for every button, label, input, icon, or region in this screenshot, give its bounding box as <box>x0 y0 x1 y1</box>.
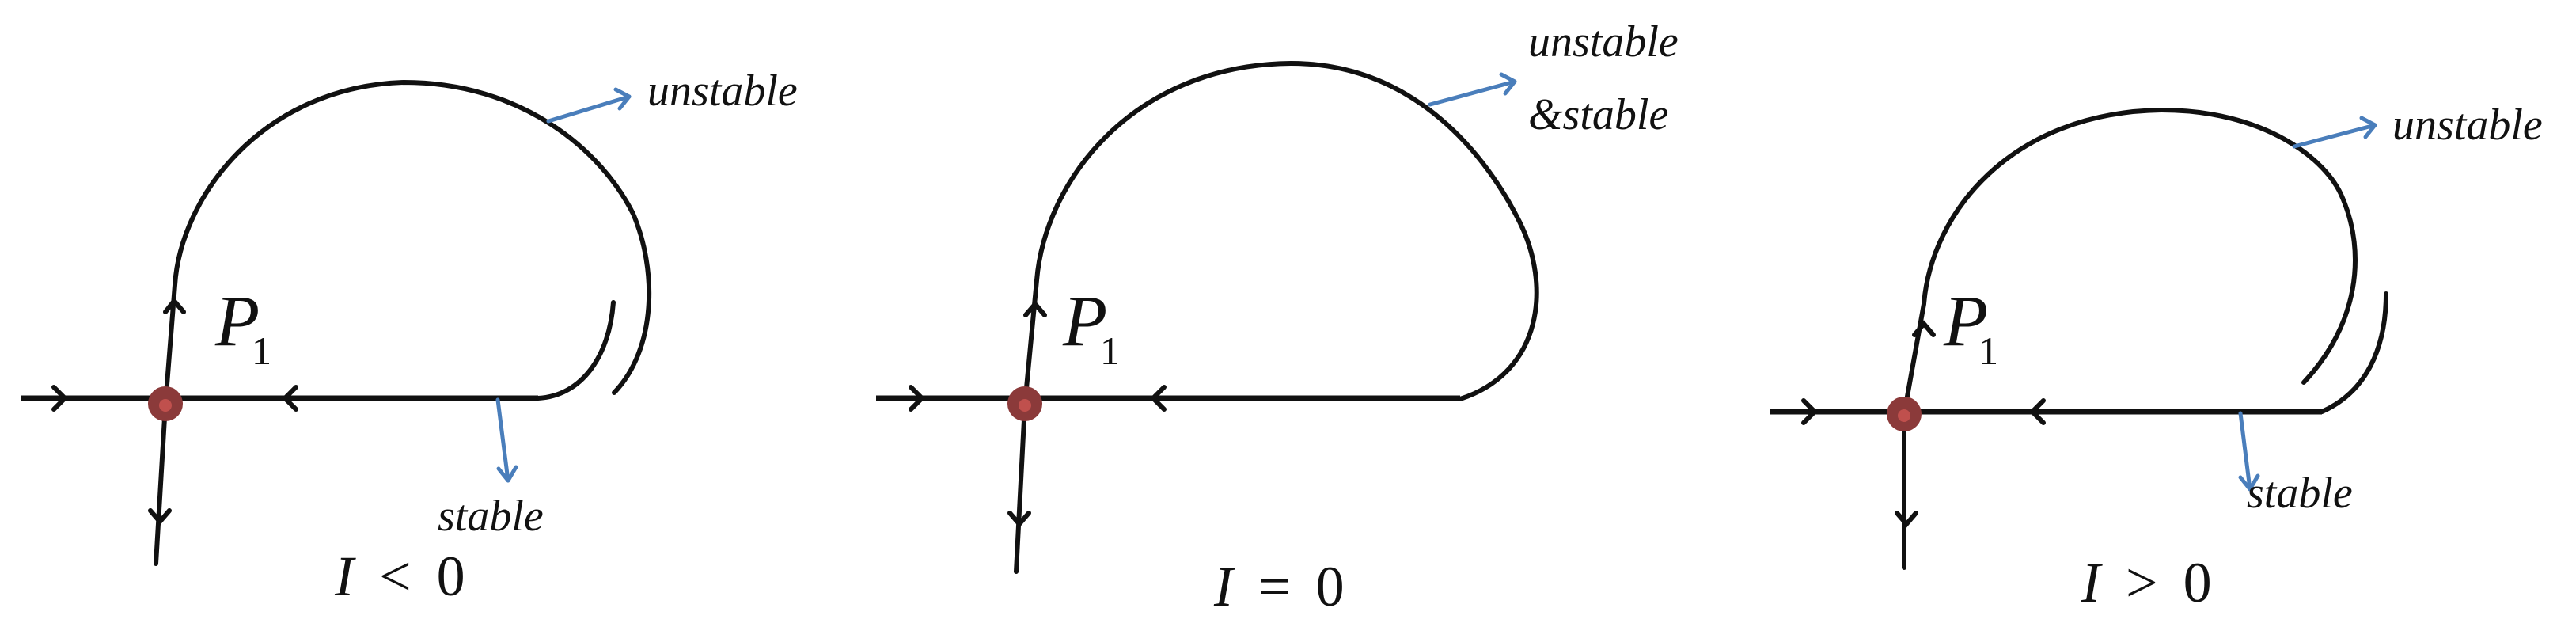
arrow-down-icon <box>148 508 172 526</box>
pointer-arrowhead-icon <box>1499 72 1517 96</box>
condition-var: I <box>334 545 356 608</box>
condition-op: = <box>1258 555 1291 618</box>
stable-branch-arc <box>2320 291 2388 414</box>
arrow-left-icon <box>1149 385 1167 412</box>
arrow-right-icon <box>909 385 926 412</box>
arrow-up-icon <box>1912 320 1936 337</box>
pointer-unstable <box>2292 123 2377 149</box>
pointer-arrowhead-icon <box>496 465 518 483</box>
arrow-down-icon <box>1007 511 1031 528</box>
arrow-down-icon <box>1895 511 1918 528</box>
unstable-branch-loop <box>163 80 652 407</box>
condition-value: 0 <box>437 545 465 608</box>
panel-i-negative: unstable stable P 1 I < 0 <box>21 66 798 608</box>
point-label: P <box>214 280 260 361</box>
condition-label: I = 0 <box>1213 555 1345 618</box>
saddle-point-highlight <box>1019 399 1031 412</box>
unstable-label: unstable <box>1528 17 1679 66</box>
point-label: P <box>1943 280 1988 361</box>
condition-value: 0 <box>2183 551 2212 614</box>
condition-op: < <box>379 545 412 608</box>
condition-var: I <box>2081 551 2103 614</box>
pointer-arrowhead-icon <box>613 87 632 111</box>
pointer-stable <box>2238 411 2252 492</box>
condition-var: I <box>1213 555 1235 618</box>
stable-branch-arc <box>536 300 616 401</box>
point-subscript: 1 <box>1978 329 1998 373</box>
arrow-right-icon <box>1801 398 1819 425</box>
arrow-right-icon <box>51 385 69 412</box>
panel-i-zero: unstable &stable P 1 I = 0 <box>876 17 1679 618</box>
unstable-label: unstable <box>2392 101 2543 150</box>
pointer-arrowhead-icon <box>2238 473 2260 492</box>
pointer-arrowhead-icon <box>2359 116 2377 139</box>
saddle-point-highlight <box>1898 409 1910 422</box>
condition-value: 0 <box>1316 555 1345 618</box>
stable-label: stable <box>2247 469 2353 518</box>
arrow-up-icon <box>163 297 186 314</box>
stable-label: stable <box>438 492 544 541</box>
arrow-left-icon <box>281 385 298 412</box>
condition-op: > <box>2126 551 2158 614</box>
arrow-left-icon <box>2028 398 2046 425</box>
panel-i-positive: unstable stable P 1 I > 0 <box>1770 101 2543 614</box>
pointer-unstable-stable <box>1428 79 1517 107</box>
and-stable-label: &stable <box>1528 90 1668 139</box>
condition-label: I < 0 <box>334 545 465 608</box>
vertical-manifold-down <box>1014 402 1027 574</box>
point-subscript: 1 <box>1100 329 1120 373</box>
condition-label: I > 0 <box>2081 551 2212 614</box>
point-label: P <box>1062 280 1107 361</box>
vertical-manifold-down <box>154 402 168 566</box>
pointer-stable <box>495 397 510 483</box>
homoclinic-loop <box>1022 61 1539 407</box>
saddle-point-highlight <box>159 399 172 412</box>
point-subscript: 1 <box>252 329 271 373</box>
unstable-branch-loop <box>1902 108 2358 416</box>
unstable-label: unstable <box>647 66 798 116</box>
pointer-unstable <box>546 94 632 124</box>
arrow-up-icon <box>1023 300 1047 317</box>
